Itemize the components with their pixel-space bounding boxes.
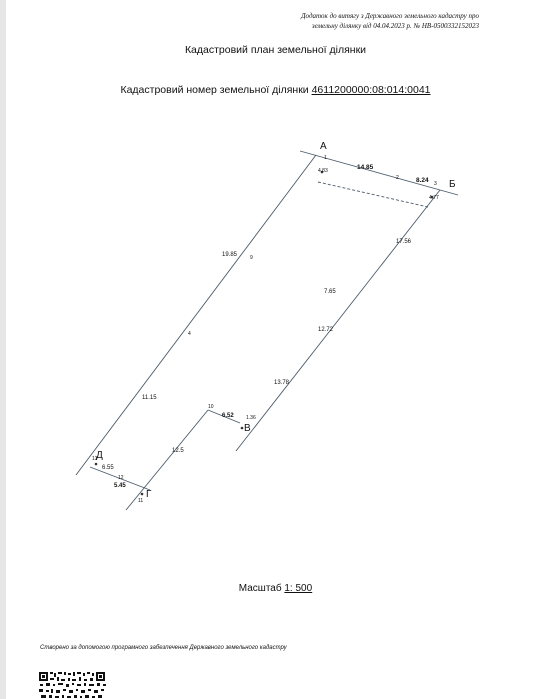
dim-right-2: 7.65 — [324, 289, 336, 295]
boundary-notch-side — [125, 409, 209, 511]
corner-label-g: Г — [146, 489, 152, 500]
point-12: 12 — [118, 475, 124, 481]
dim-v-small: 1.36 — [246, 415, 256, 421]
scale-line: Масштаб 1: 500 — [0, 583, 551, 594]
point-11: 11 — [138, 498, 143, 504]
vertex-1 — [320, 170, 324, 174]
dim-ab-left: 14.85 — [357, 164, 374, 171]
point-3: 3 — [434, 181, 437, 187]
appendix-note-line2: земельну ділянку від 04.04.2023 р. № НВ-… — [311, 21, 479, 30]
point-9: 9 — [250, 255, 253, 261]
dim-right-4: 13.78 — [274, 380, 290, 386]
dim-notch-side: 12.5 — [172, 448, 184, 454]
dim-left-2: 11.15 — [142, 395, 157, 401]
parcel-plan: А Б В Г Д 14.85 8.24 4.83 4.77 17.56 7.6… — [75, 141, 459, 511]
corner-label-a: А — [320, 141, 327, 152]
vertex-3 — [430, 195, 434, 199]
point-1: 1 — [324, 155, 327, 161]
cadastral-label: Кадастровий номер земельної ділянки — [120, 84, 309, 96]
boundary-ab — [299, 150, 459, 196]
page-edge — [0, 0, 6, 699]
boundary-ad — [75, 154, 317, 476]
dim-bottom-2: 5.45 — [114, 483, 126, 489]
point-13: 13 — [92, 456, 98, 462]
dim-bottom-1: 6.55 — [102, 465, 114, 471]
appendix-note-line1: Додаток до витягу з Державного земельног… — [301, 12, 479, 20]
appendix-note: Додаток до витягу з Державного земельног… — [289, 12, 479, 31]
dim-a-small: 4.83 — [318, 168, 328, 174]
cadastral-number-line: Кадастровий номер земельної ділянки 4611… — [0, 84, 551, 96]
vertex-v — [240, 426, 244, 430]
dim-left-1: 19.85 — [222, 252, 238, 258]
vertex-d — [94, 462, 98, 466]
footer-note: Створено за допомогою програмного забезп… — [40, 645, 287, 651]
document-title: Кадастровий план земельної ділянки — [184, 44, 367, 56]
qr-code-image — [38, 670, 108, 699]
vertex-g — [140, 492, 144, 496]
corner-label-b: Б — [449, 179, 456, 190]
point-10: 10 — [208, 404, 214, 410]
dim-ab-right: 8.24 — [416, 177, 429, 184]
boundary-notch-top — [207, 409, 241, 424]
point-4: 4 — [188, 331, 191, 337]
corner-label-v: В — [244, 423, 251, 434]
dim-right-1: 17.56 — [396, 239, 412, 245]
scale-value: 1: 500 — [284, 583, 313, 594]
dim-b-small: 4.77 — [429, 195, 439, 201]
boundary-bv — [235, 189, 441, 452]
point-2: 2 — [396, 175, 399, 181]
corner-label-d: Д — [96, 450, 103, 461]
boundary-dg — [89, 466, 151, 491]
scale-label: Масштаб — [238, 583, 282, 594]
dashed-line — [317, 181, 429, 208]
dim-right-3: 12.72 — [318, 327, 334, 333]
dim-notch-top: 6.52 — [222, 413, 234, 419]
cadastral-number: 4611200000:08:014:0041 — [311, 84, 431, 96]
